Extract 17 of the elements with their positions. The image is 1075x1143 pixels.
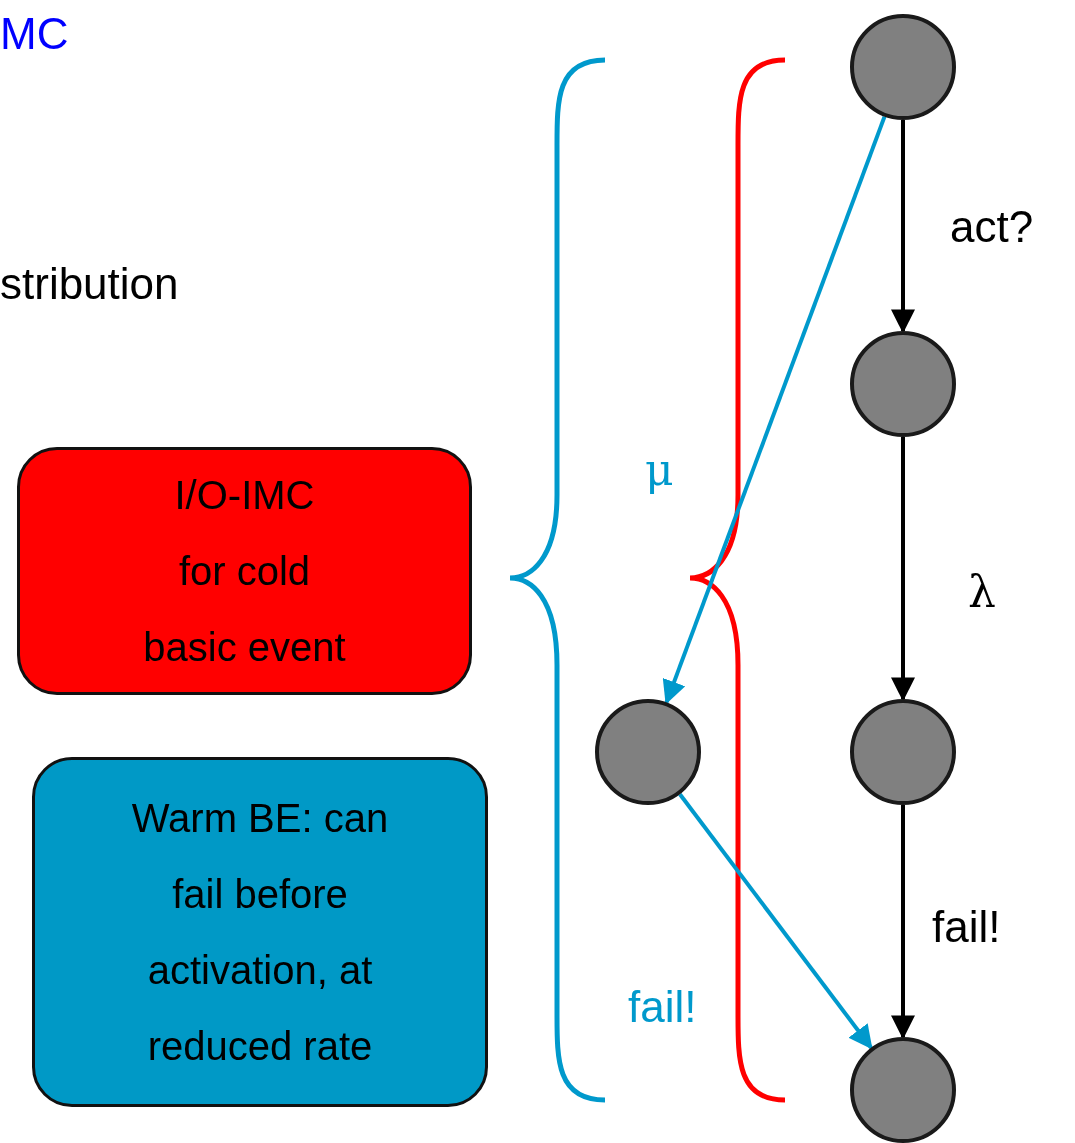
box-text: Warm BE: can fail before activation, at reduced rate [130,795,390,1070]
heading-fragment: MC [0,12,69,56]
edge-label: act? [950,205,1034,249]
arrow [891,805,915,1040]
arrow [891,120,915,334]
edge-label: λ [968,570,996,614]
edge-label: fail! [628,985,697,1029]
edge-label: fail! [932,905,1001,949]
arrow [662,115,887,705]
arrow [891,437,915,702]
box-text: I/O-IMC [174,472,315,519]
edge-label: μ [645,448,674,492]
text-fragment: stribution [0,262,179,306]
state-box [32,757,488,1107]
arrow [678,793,873,1050]
box-text: for cold basic event [142,548,347,671]
state-box [17,447,472,695]
